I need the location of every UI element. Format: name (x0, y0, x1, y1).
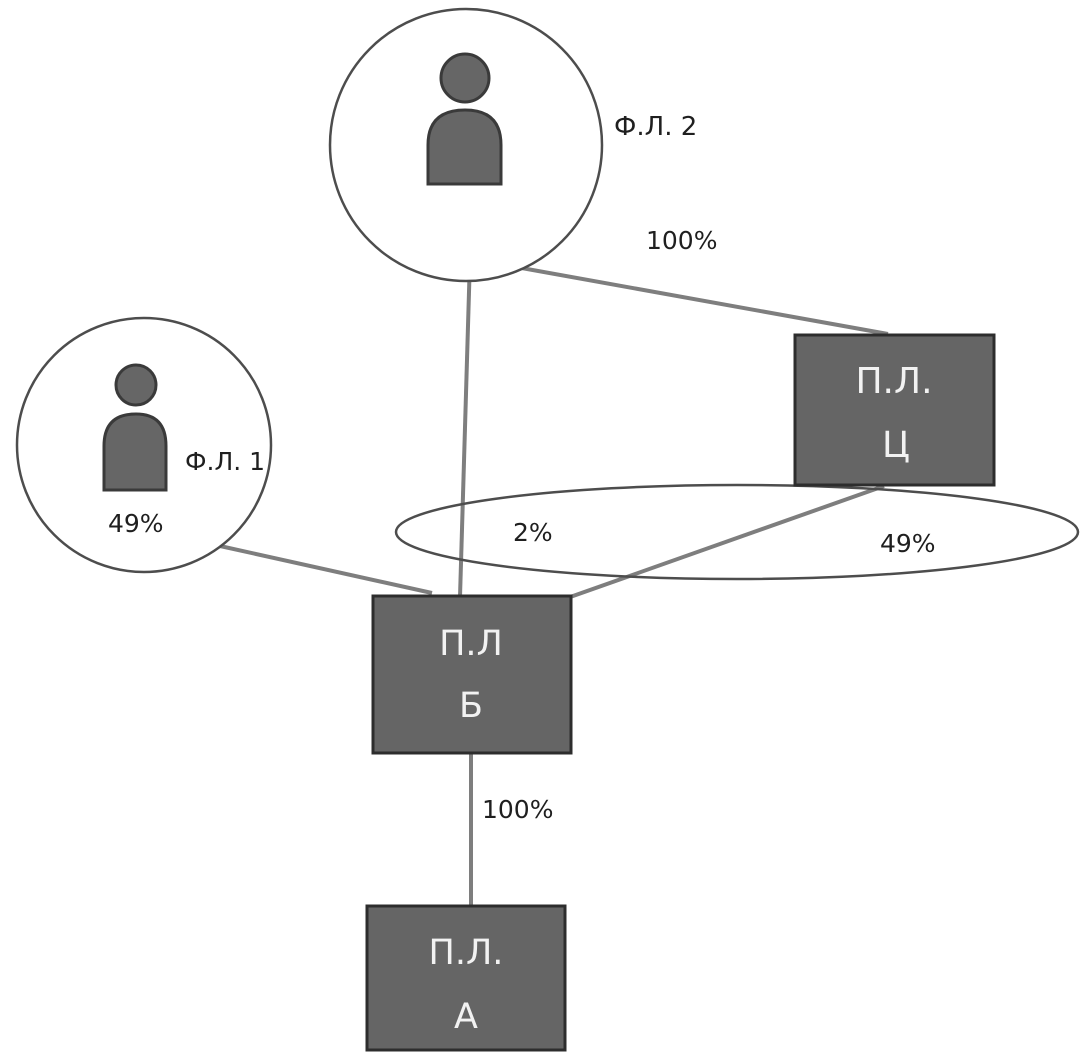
entity-box-pl-a (365, 904, 567, 1052)
entity-node-pl-b: П.Л Б (371, 594, 573, 755)
entity-box-pl-b (371, 594, 573, 755)
share-label-fl1-to-pl-b: 49% (108, 509, 164, 538)
person-icon (426, 52, 503, 186)
share-label-pl-c-to-pl-b: 49% (880, 529, 936, 558)
entity-label-pl-a-line2: А (454, 997, 478, 1037)
entity-box-pl-c (793, 333, 996, 487)
share-label-pl-b-to-pl-a: 100% (482, 795, 553, 824)
entity-node-pl-a: П.Л. А (365, 904, 567, 1052)
entity-label-pl-c-line2: Ц (882, 425, 910, 466)
person-icon (102, 363, 168, 492)
edge-fl1-to-pl-b (219, 544, 433, 595)
entity-label-pl-b-line1: П.Л (439, 624, 503, 664)
share-label-fl2-to-pl-b: 2% (513, 518, 553, 547)
person-label-fl1: Ф.Л. 1 (185, 447, 265, 476)
share-group-ellipse (394, 483, 1080, 581)
person-node-fl2: Ф.Л. 2 (328, 7, 697, 283)
person-label-fl2: Ф.Л. 2 (614, 112, 697, 142)
share-label-fl2-to-pl-c: 100% (646, 226, 717, 255)
edge-pl-c-to-pl-b (555, 484, 885, 604)
edge-fl2-to-pl-c (465, 256, 889, 336)
edge-fl2-to-pl-b (458, 257, 472, 598)
entity-label-pl-a-line1: П.Л. (429, 933, 504, 973)
entity-label-pl-b-line2: Б (459, 686, 483, 726)
entity-label-pl-c-line1: П.Л. (855, 361, 932, 402)
person-node-fl1: Ф.Л. 1 49% (15, 316, 273, 574)
entity-node-pl-c: П.Л. Ц (793, 333, 996, 487)
